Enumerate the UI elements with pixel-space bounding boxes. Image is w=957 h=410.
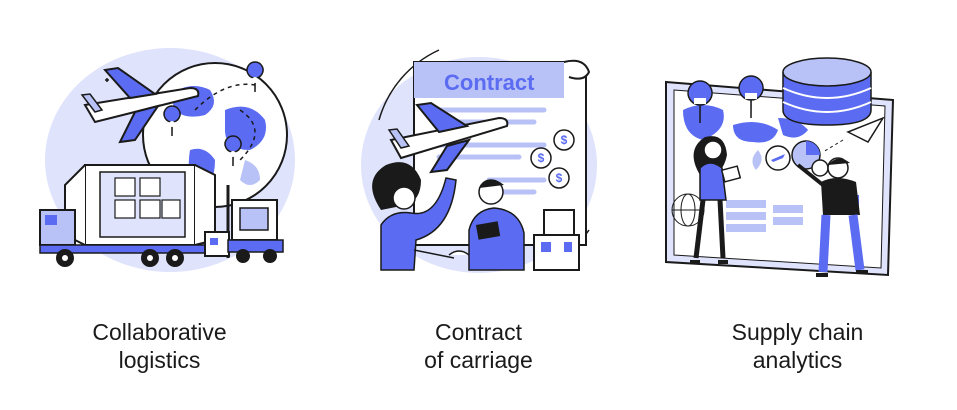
airplane-icon [80,66,200,144]
forklift-icon [204,185,284,263]
paper-plane-icon [822,116,885,153]
collaborative-logistics-illustration [39,48,295,272]
supply-chain-analytics-panel: Supply chain analytics [638,0,957,410]
caption-line-2: logistics [118,347,201,373]
svg-text:$: $ [556,171,563,185]
collaborative-logistics-panel: Collaborative logistics [0,0,319,410]
caption-line-2: of carriage [424,347,533,373]
contract-of-carriage-panel: Contract $ $ $ [319,0,638,410]
panel-caption: Contract of carriage [319,318,638,374]
dollar-coin-icon: $ $ $ [530,129,575,189]
handshake-icon [448,250,470,256]
database-icon [782,57,872,126]
truck-icon [39,164,216,267]
contract-of-carriage-illustration: Contract $ $ $ [361,49,597,273]
document-title: Contract [444,70,535,95]
caption-line-1: Contract [435,319,522,345]
contract-document: Contract [413,59,591,246]
woman-figure [372,162,457,271]
caption-line-2: analytics [752,347,843,373]
airplane-icon [387,101,509,174]
panel-caption: Supply chain analytics [638,318,957,374]
svg-text:$: $ [538,151,545,165]
box-icon [533,209,580,271]
man-figure [468,179,525,271]
panel-caption: Collaborative logistics [0,318,319,374]
woman-figure [690,136,742,264]
caption-line-1: Supply chain [731,319,864,345]
caption-line-1: Collaborative [92,319,227,345]
location-pin-icon [163,61,264,167]
location-pin-icon [687,75,764,124]
supply-chain-analytics-illustration [665,57,895,277]
man-figure [796,157,868,277]
svg-text:$: $ [561,133,568,147]
